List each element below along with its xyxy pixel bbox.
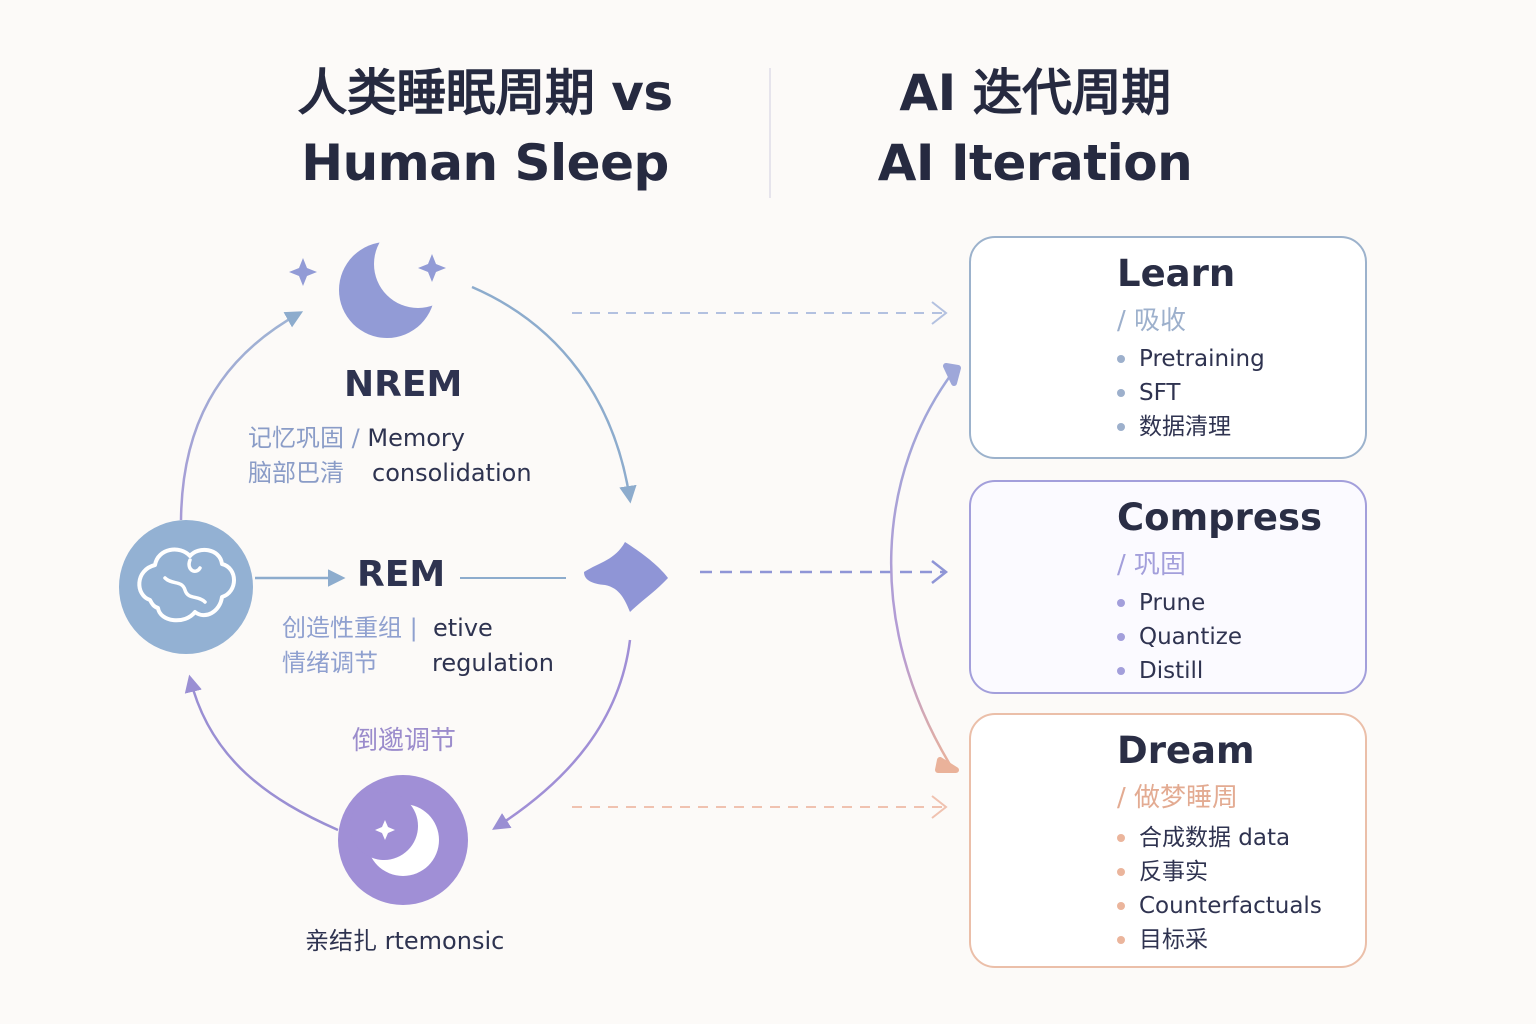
arrow-rem-moon-to-brain bbox=[184, 674, 339, 832]
compress-list: Prune Quantize Distill bbox=[1117, 586, 1242, 688]
nrem-en-line2: consolidation bbox=[372, 459, 532, 487]
dream-card: Dream / 做梦睡周 合成数据 data 反事实 Counterfactua… bbox=[969, 713, 1367, 968]
brain-icon bbox=[119, 520, 253, 654]
title-left: 人类睡眠周期 vs Human Sleep bbox=[200, 58, 770, 198]
rem-en-line1: etive bbox=[432, 614, 493, 642]
list-item: 目标采 bbox=[1117, 923, 1322, 957]
title-left-line2: Human Sleep bbox=[301, 134, 669, 192]
dream-list: 合成数据 data 反事实 Counterfactuals 目标采 bbox=[1117, 821, 1322, 957]
rem-moon-icon bbox=[338, 775, 468, 905]
rem-zh-line2: 情绪调节 bbox=[282, 649, 378, 677]
compress-subtitle: / 巩固 bbox=[1117, 550, 1187, 580]
list-item: Counterfactuals bbox=[1117, 889, 1322, 923]
arrow-brain-to-moon bbox=[179, 311, 304, 521]
list-item: 合成数据 data bbox=[1117, 821, 1322, 855]
title-left-line1: 人类睡眠周期 vs bbox=[297, 64, 673, 122]
sparkle-icon-right bbox=[418, 254, 446, 282]
title-right-line2: AI Iteration bbox=[877, 134, 1193, 192]
moon-icon bbox=[339, 220, 462, 338]
bottom-caption: 亲结扎 rtemonsic bbox=[305, 927, 505, 955]
list-item: Pretraining bbox=[1117, 342, 1265, 376]
rem-caption: 倒邈调节 bbox=[352, 726, 457, 756]
sparkle-icon-left bbox=[289, 258, 317, 286]
title-divider bbox=[769, 68, 771, 198]
dream-subtitle: / 做梦睡周 bbox=[1117, 783, 1239, 813]
learn-subtitle: / 吸收 bbox=[1117, 306, 1187, 336]
nrem-description: 记忆巩固 / Memory 脑部巴清 consolidation bbox=[248, 421, 532, 491]
list-item: 数据清理 bbox=[1117, 410, 1265, 444]
nrem-zh-line1: 记忆巩固 / bbox=[248, 424, 360, 452]
ai-cycle-arrow bbox=[889, 363, 961, 773]
mapping-arrows bbox=[572, 301, 949, 819]
nrem-en-line1: Memory bbox=[367, 424, 465, 452]
rem-wave-icon bbox=[584, 542, 668, 612]
sleep-cycle-arrows bbox=[179, 285, 637, 832]
nrem-zh-line2: 脑部巴清 bbox=[248, 459, 344, 487]
ai-arrow-head-top bbox=[943, 363, 961, 386]
arrow-right-to-rem-moon bbox=[492, 639, 632, 830]
list-item: Distill bbox=[1117, 654, 1242, 688]
list-item: 反事实 bbox=[1117, 855, 1322, 889]
rem-zh-line1: 创造性重组 | bbox=[282, 614, 418, 642]
nrem-label: NREM bbox=[344, 364, 463, 405]
title-right: AI 迭代周期 AI Iteration bbox=[820, 58, 1250, 198]
list-item: SFT bbox=[1117, 376, 1265, 410]
rem-label: REM bbox=[357, 554, 446, 595]
learn-title: Learn bbox=[1117, 252, 1236, 295]
learn-list: Pretraining SFT 数据清理 bbox=[1117, 342, 1265, 444]
list-item: Prune bbox=[1117, 586, 1242, 620]
rem-en-line2: regulation bbox=[432, 649, 554, 677]
compress-title: Compress bbox=[1117, 496, 1322, 539]
dream-title: Dream bbox=[1117, 729, 1255, 772]
compress-card: Compress / 巩固 Prune Quantize Distill bbox=[969, 480, 1367, 694]
rem-description: 创造性重组 | etive 情绪调节 regulation bbox=[282, 611, 554, 681]
ai-arrow-head-bottom bbox=[935, 757, 959, 773]
learn-card: Learn / 吸收 Pretraining SFT 数据清理 bbox=[969, 236, 1367, 459]
title-right-line1: AI 迭代周期 bbox=[899, 64, 1171, 122]
list-item: Quantize bbox=[1117, 620, 1242, 654]
arrow-moon-to-right bbox=[471, 285, 637, 504]
